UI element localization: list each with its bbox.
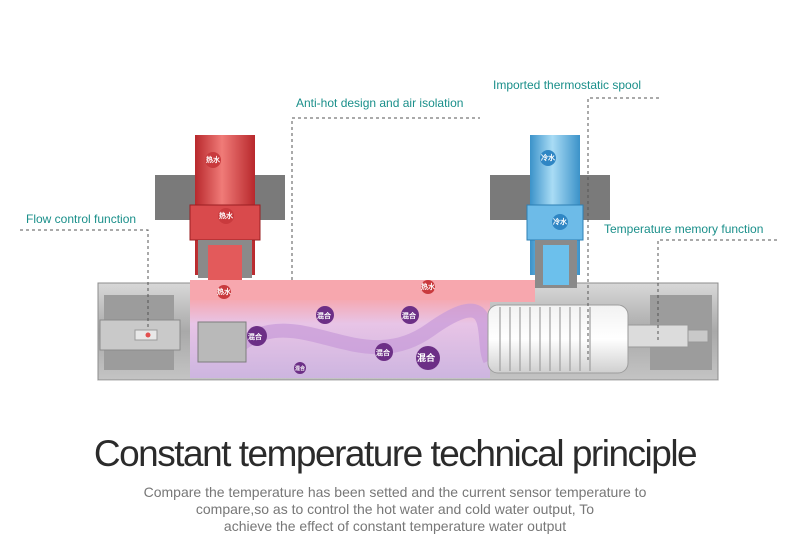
hot-water-marker [218,208,234,224]
cold-water-marker-text: 冷水 [541,153,556,162]
mixing-marker [401,306,419,324]
cold-water-markers: 冷水 冷水 [540,150,568,230]
mixing-marker [247,326,267,346]
mixing-marker-text: 混合 [295,365,306,372]
mixing-marker [375,343,393,361]
callout-thermostatic-spool: Imported thermostatic spool [493,78,642,92]
right-dark-block [490,175,530,220]
mixing-flow-wave [235,303,497,364]
floor-reflection [98,380,718,420]
mixing-marker [416,346,440,370]
callout-temperature-memory: Temperature memory function [604,222,764,236]
hot-water-channel [190,280,535,302]
hot-water-marker-text: 热水 [219,211,234,220]
hot-water-marker [217,285,231,299]
thermostatic-spool [487,304,629,374]
hot-water-markers: 热水 热水 热水 热水 [205,152,436,299]
mixing-marker-text: 混合 [317,311,332,320]
page-title: Constant temperature technical principle [93,433,698,474]
mixing-markers: 混合 混合 混合 混合 混合 混合 [247,306,440,374]
hot-water-marker [205,152,221,168]
mixing-marker-text: 混合 [402,311,417,320]
callout-flow-control: Flow control function [26,212,137,226]
mixing-marker [294,362,306,374]
spool-ribs [499,307,591,371]
left-dark-block [155,175,195,220]
sensor-piston [197,321,247,363]
callout-leaders [20,97,780,360]
mixing-marker-text: 混合 [417,352,436,364]
hot-water-marker [421,280,435,294]
memory-stem-tip [687,329,709,343]
description-line-1: Compare the temperature has been setted … [143,484,647,500]
description-line-2: compare,so as to control the hot water a… [195,501,595,517]
mixing-marker [316,306,334,324]
hot-water-marker-text: 热水 [217,287,232,296]
mixing-marker-text: 混合 [248,332,263,341]
hot-inlet-core [208,245,242,280]
cold-water-marker-text: 冷水 [553,217,568,226]
spool-stem [627,324,689,348]
cold-inlet-core [543,245,569,285]
cold-water-marker [540,150,556,166]
hot-water-marker-text: 热水 [421,282,436,291]
mixing-marker-text: 混合 [376,348,391,357]
flow-control-dot [145,332,151,338]
callout-anti-hot: Anti-hot design and air isolation [296,96,464,110]
cold-water-marker [552,214,568,230]
description-line-3: achieve the effect of constant temperatu… [223,518,567,534]
hot-water-marker-text: 热水 [206,155,221,164]
